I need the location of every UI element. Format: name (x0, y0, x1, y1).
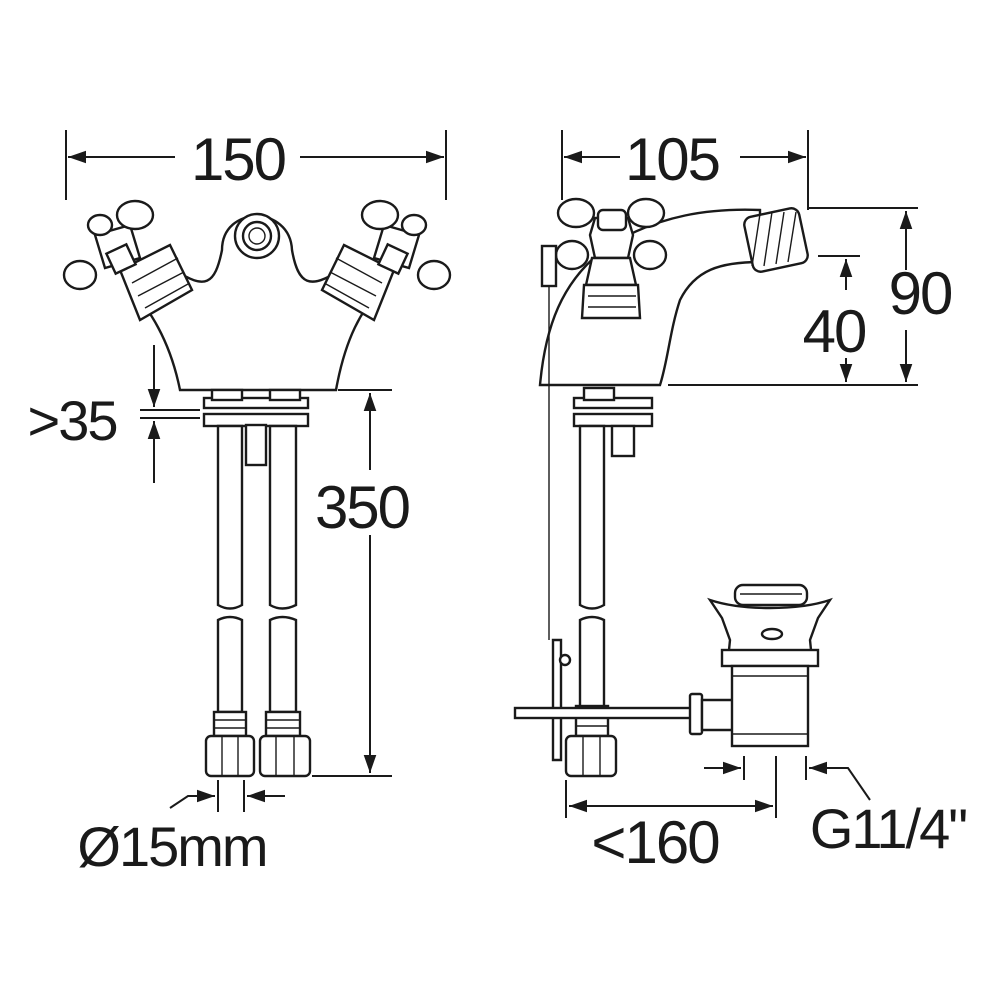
side-height-dimensions: 90 40 (668, 207, 954, 386)
front-height-label: 350 (315, 474, 410, 541)
front-height-dimension: 350 (312, 389, 412, 777)
front-diameter-dimension: Ø15mm (77, 780, 285, 878)
side-spout-body (538, 197, 809, 640)
front-width-dimension: 150 (65, 126, 447, 200)
side-thread-label: G11/4" (810, 797, 966, 860)
side-view: 105 (513, 126, 968, 876)
side-mounting-fixings (551, 386, 654, 778)
side-aerator (743, 207, 809, 273)
side-projection-dimension: 105 (561, 126, 809, 210)
side-projection-label: 105 (625, 126, 719, 193)
front-left-valve (62, 199, 194, 322)
side-handle (554, 197, 668, 320)
side-linkage-rod (513, 692, 746, 736)
side-thread-dimension: G11/4" (704, 756, 968, 860)
front-mounting-fixings (202, 388, 310, 467)
front-diameter-label: Ø15mm (77, 815, 266, 878)
front-deck-dimension: >35 (28, 345, 200, 483)
front-width-label: 150 (191, 126, 286, 193)
side-reach-label: <160 (591, 809, 719, 876)
front-view: 150 (28, 126, 452, 878)
side-popup-waste (707, 583, 833, 748)
side-reach-dimension: <160 (565, 756, 777, 876)
side-spout-height-label: 40 (803, 298, 866, 365)
front-flexible-pipes (204, 424, 312, 778)
side-popup-rod-top (540, 244, 558, 640)
side-height-label: 90 (889, 260, 952, 327)
front-deck-label: >35 (28, 389, 117, 452)
front-right-valve (320, 199, 452, 322)
